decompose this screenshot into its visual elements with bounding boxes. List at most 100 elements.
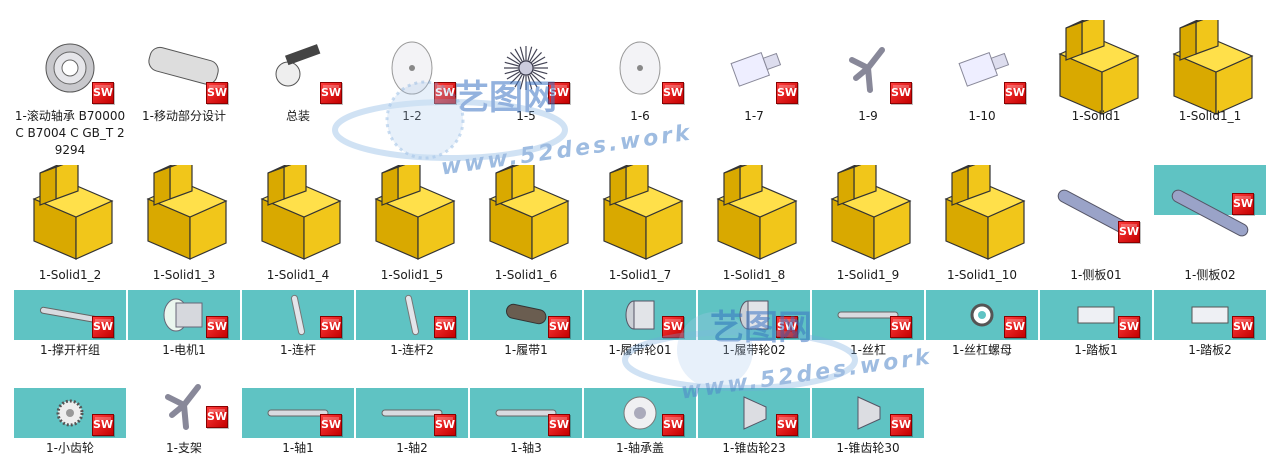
file-item[interactable]: SW1-Solid1_10 bbox=[926, 165, 1038, 301]
file-thumbnail: SW bbox=[14, 290, 126, 340]
file-item[interactable]: SW 1-10 bbox=[926, 20, 1038, 142]
file-item[interactable]: SW 1-轴1 bbox=[242, 388, 354, 474]
file-name: 1-轴承盖 bbox=[616, 441, 664, 455]
solidworks-badge-icon: SW bbox=[206, 406, 228, 428]
file-thumbnail: SW bbox=[1154, 20, 1266, 120]
file-name: 1-5 bbox=[516, 109, 536, 123]
file-item[interactable]: SW1-Solid1_7 bbox=[584, 165, 696, 301]
file-name: 1-滚动轴承 B70000C B7004 C GB_T 29294 bbox=[14, 109, 126, 157]
file-thumbnail: SW bbox=[470, 388, 582, 438]
file-item[interactable]: SW1-Solid1_3 bbox=[128, 165, 240, 301]
file-name: 1-Solid1_4 bbox=[266, 268, 330, 282]
solidworks-badge-icon: SW bbox=[206, 316, 228, 338]
file-name: 1-9 bbox=[858, 109, 878, 123]
solidworks-badge-icon: SW bbox=[1118, 221, 1140, 243]
file-item[interactable]: SW 1-侧板02 bbox=[1154, 165, 1266, 301]
file-name: 1-Solid1_8 bbox=[722, 268, 786, 282]
solidworks-badge-icon: SW bbox=[1232, 316, 1254, 338]
file-name: 1-轴2 bbox=[396, 441, 428, 455]
file-item[interactable]: SW1-Solid1_9 bbox=[812, 165, 924, 301]
file-name: 1-10 bbox=[968, 109, 996, 123]
file-thumbnail: SW bbox=[242, 388, 354, 438]
file-item[interactable]: SW 1-9 bbox=[812, 20, 924, 142]
file-name: 1-锥齿轮23 bbox=[722, 441, 786, 455]
file-item[interactable]: SW 1-Solid1_8 bbox=[698, 165, 810, 301]
solidworks-badge-icon: SW bbox=[548, 82, 570, 104]
file-item[interactable]: SW1-Solid1_1 bbox=[1154, 20, 1266, 142]
file-thumbnail: SW bbox=[470, 20, 582, 120]
solidworks-badge-icon: SW bbox=[206, 82, 228, 104]
solidworks-badge-icon: SW bbox=[662, 82, 684, 104]
file-thumbnail: SW bbox=[1040, 20, 1152, 120]
file-name: 1-侧板01 bbox=[1070, 268, 1122, 282]
solidworks-badge-icon: SW bbox=[1118, 316, 1140, 338]
file-thumbnail: SW bbox=[242, 20, 354, 120]
file-item[interactable]: SW 1-滚动轴承 B70000C B7004 C GB_T 29294 bbox=[14, 20, 126, 157]
file-name: 1-侧板02 bbox=[1184, 268, 1236, 282]
file-item[interactable]: SW 1-侧板01 bbox=[1040, 165, 1152, 301]
file-thumbnail: SW bbox=[812, 388, 924, 438]
file-name: 1-7 bbox=[744, 109, 764, 123]
file-name: 1-Solid1_1 bbox=[1178, 109, 1242, 123]
file-thumbnail: SW bbox=[584, 388, 696, 438]
file-thumbnail: SW bbox=[812, 165, 924, 265]
file-name: 1-Solid1_10 bbox=[946, 268, 1018, 282]
file-name: 1-Solid1_7 bbox=[608, 268, 672, 282]
file-item[interactable]: SW 1-轴2 bbox=[356, 388, 468, 474]
file-item[interactable]: SW1-Solid1_2 bbox=[14, 165, 126, 301]
file-item[interactable]: SW 1-轴承盖 bbox=[584, 388, 696, 474]
file-item[interactable]: SW1-Solid1_6 bbox=[470, 165, 582, 301]
file-thumbnail: SW bbox=[242, 290, 354, 340]
solidworks-badge-icon: SW bbox=[434, 316, 456, 338]
solidworks-badge-icon: SW bbox=[890, 82, 912, 104]
file-thumbnail: SW bbox=[1154, 165, 1266, 237]
solidworks-badge-icon: SW bbox=[776, 82, 798, 104]
solidworks-badge-icon: SW bbox=[1004, 316, 1026, 338]
file-thumbnail: SW bbox=[128, 165, 240, 265]
file-thumbnail: SW bbox=[1040, 290, 1152, 340]
file-name: 1-轴1 bbox=[282, 441, 314, 455]
solidworks-badge-icon: SW bbox=[92, 82, 114, 104]
solidworks-badge-icon: SW bbox=[1004, 82, 1026, 104]
file-item[interactable]: SW1-Solid1 bbox=[1040, 20, 1152, 142]
file-item[interactable]: SW 1-履带轮01 bbox=[584, 290, 696, 376]
file-thumbnail: SW bbox=[128, 290, 240, 340]
file-name: 1-电机1 bbox=[162, 343, 206, 357]
file-name: 1-丝杠螺母 bbox=[952, 343, 1012, 357]
solidworks-badge-icon: SW bbox=[92, 316, 114, 338]
file-thumbnail: SW bbox=[470, 290, 582, 340]
file-name: 1-锥齿轮30 bbox=[836, 441, 900, 455]
file-item[interactable]: SW 1-5 bbox=[470, 20, 582, 142]
solidworks-badge-icon: SW bbox=[434, 82, 456, 104]
file-item[interactable]: SW 1-丝杠螺母 bbox=[926, 290, 1038, 376]
file-thumbnail: SW bbox=[470, 165, 582, 265]
file-item[interactable]: SW1-Solid1_4 bbox=[242, 165, 354, 301]
file-thumbnail: SW bbox=[698, 165, 810, 265]
solidworks-badge-icon: SW bbox=[320, 414, 342, 436]
solidworks-badge-icon: SW bbox=[434, 414, 456, 436]
file-name: 1-踏板1 bbox=[1074, 343, 1118, 357]
file-item[interactable]: SW 1-7 bbox=[698, 20, 810, 142]
solidworks-badge-icon: SW bbox=[662, 316, 684, 338]
file-thumbnail: SW bbox=[584, 20, 696, 120]
file-item[interactable]: SW 1-锥齿轮30 bbox=[812, 388, 924, 474]
file-name: 1-履带轮01 bbox=[608, 343, 672, 357]
file-item[interactable]: SW1-Solid1_5 bbox=[356, 165, 468, 301]
